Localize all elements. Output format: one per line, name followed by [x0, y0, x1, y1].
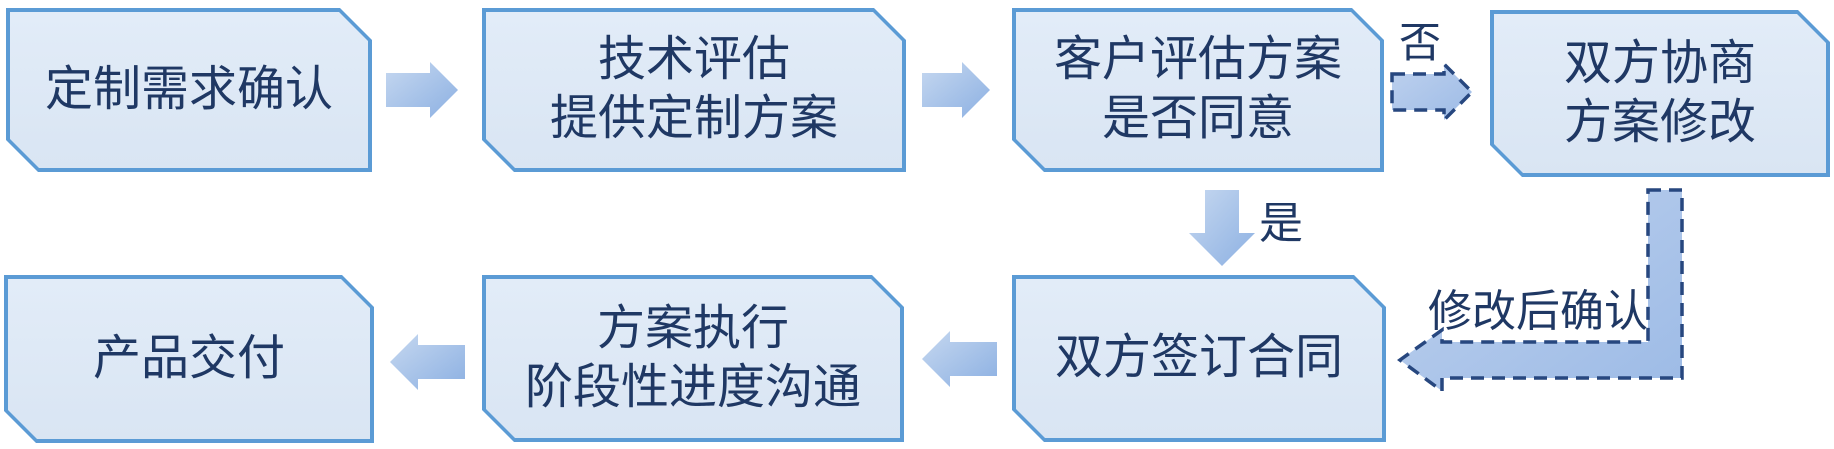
flow-step-technical-evaluation: 技术评估 提供定制方案 [482, 8, 906, 172]
flow-step-requirement-confirmation-body: 定制需求确认 [10, 12, 368, 168]
flow-step-sign-contract-body: 双方签订合同 [1016, 279, 1382, 438]
flow-step-customer-evaluation-body: 客户评估方案 是否同意 [1016, 12, 1380, 168]
step-label-line2: 是否同意 [1101, 92, 1294, 145]
flow-step-negotiation-modification-body: 双方协商 方案修改 [1494, 14, 1826, 173]
step-label: 双方签订合同 [1054, 331, 1343, 385]
flow-step-technical-evaluation-body: 技术评估 提供定制方案 [486, 12, 902, 168]
flow-step-negotiation-modification: 双方协商 方案修改 [1490, 10, 1830, 177]
flow-step-sign-contract: 双方签订合同 [1012, 275, 1386, 442]
step-label-line2: 方案修改 [1563, 95, 1756, 149]
flow-step-plan-execution: 方案执行 阶段性进度沟通 [482, 275, 904, 442]
step-label-line2: 阶段性进度沟通 [524, 360, 861, 414]
step-label-line1: 技术评估 [597, 33, 790, 87]
step-label-line2: 提供定制方案 [549, 92, 838, 145]
step-label-line1: 双方协商 [1563, 36, 1756, 90]
flow-step-product-delivery: 产品交付 [4, 275, 374, 443]
flow-step-product-delivery-body: 产品交付 [8, 279, 370, 439]
flow-step-requirement-confirmation: 定制需求确认 [6, 8, 372, 172]
flow-step-plan-execution-body: 方案执行 阶段性进度沟通 [486, 279, 900, 438]
edge-label-no: 否 [1399, 19, 1442, 66]
dashed-arrow-no-icon [1390, 59, 1475, 125]
arrow-right-step1-step2-icon [386, 62, 458, 118]
arrow-right-step2-step3-icon [922, 62, 990, 118]
step-label: 产品交付 [92, 331, 285, 385]
arrow-left-execution-delivery-icon [390, 334, 465, 390]
step-label-line1: 方案执行 [596, 301, 789, 355]
arrow-left-contract-execution-icon [922, 331, 997, 387]
flow-step-customer-evaluation: 客户评估方案 是否同意 [1012, 8, 1384, 172]
step-label-line1: 客户评估方案 [1053, 33, 1342, 87]
edge-label-confirm-after-modification: 修改后确认 [1428, 287, 1648, 336]
step-label: 定制需求确认 [44, 62, 333, 116]
arrow-down-yes-icon [1189, 190, 1255, 266]
edge-label-yes: 是 [1259, 199, 1303, 248]
